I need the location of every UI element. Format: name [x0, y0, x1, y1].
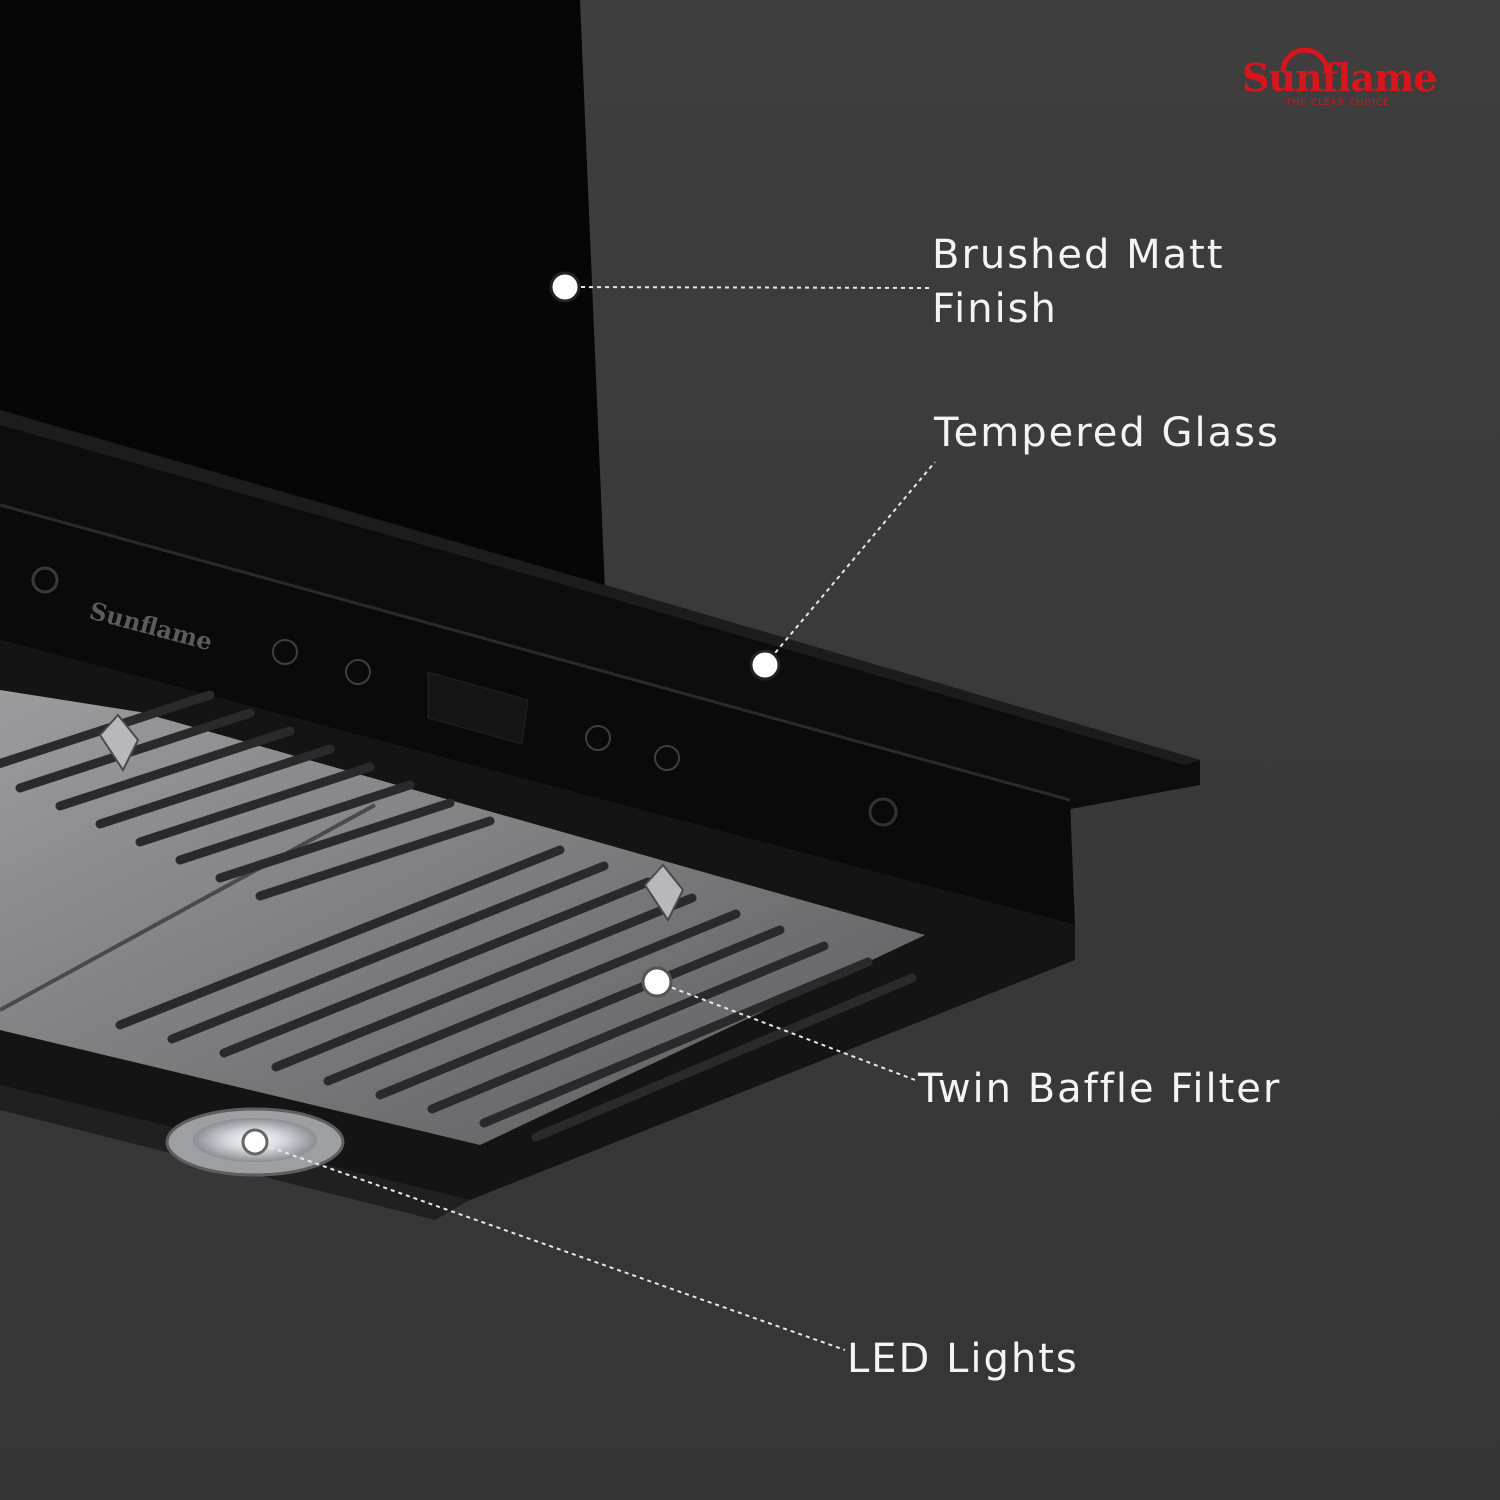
brushed-dot: [549, 271, 581, 303]
filter-slot: [0, 690, 215, 769]
hood-edge-line: [0, 503, 1071, 802]
power-touch-icon[interactable]: [654, 745, 680, 771]
chimney-glass-panel: [0, 0, 605, 590]
callout-brushed-matt-finish: Brushed Matt Finish: [932, 232, 1225, 332]
panel-indicator-right: [868, 797, 898, 827]
panel-indicator-left: [31, 566, 59, 594]
timer-touch-icon[interactable]: [345, 659, 371, 685]
sunflame-logo: Sunflame THE CLEAR CHOICE: [1228, 42, 1468, 114]
filter-slot: [95, 744, 335, 829]
filter-slot: [531, 973, 917, 1142]
callout-tempered-glass: Tempered Glass: [934, 410, 1280, 456]
filter-leader: [656, 981, 916, 1081]
hood-glass-top-edge: [0, 410, 1200, 765]
callout-led-lights: LED Lights: [847, 1336, 1079, 1382]
light-touch-icon[interactable]: [272, 639, 298, 665]
callout-twin-baffle-filter: Twin Baffle Filter: [918, 1066, 1282, 1112]
logo-tagline: THE CLEAR CHOICE: [1286, 98, 1390, 108]
filter-slot: [255, 816, 495, 901]
filter-slot: [175, 780, 415, 865]
logo-flame-arc-icon: [1280, 47, 1330, 72]
display-window: [427, 671, 529, 745]
filter-slot: [375, 925, 785, 1100]
filter-slot: [479, 957, 873, 1128]
filter-slot: [167, 861, 609, 1044]
brushed-leader: [564, 286, 931, 289]
filter-divider: [0, 803, 376, 1012]
filter-slot: [135, 762, 375, 847]
filter-slot: [115, 845, 565, 1030]
filter-slot: [219, 877, 653, 1058]
filter-slots: [0, 690, 917, 1142]
filter-slot: [215, 798, 455, 883]
filter-slot: [271, 893, 697, 1072]
fan-touch-icon[interactable]: [585, 725, 611, 751]
filter-slot: [55, 726, 295, 811]
logo-wordmark: Sunflame: [1242, 55, 1437, 100]
filter-slot: [323, 909, 741, 1086]
filter-slot: [427, 941, 829, 1114]
filter-slot: [15, 708, 255, 793]
led-dot: [241, 1128, 269, 1156]
led-leader: [254, 1141, 846, 1351]
hood-glass-lower-edge: [0, 505, 1075, 925]
filter-clip-right: [643, 863, 685, 923]
filter-clip-left: [98, 713, 140, 773]
filter-dot: [641, 966, 673, 998]
glass-dot: [749, 649, 781, 681]
